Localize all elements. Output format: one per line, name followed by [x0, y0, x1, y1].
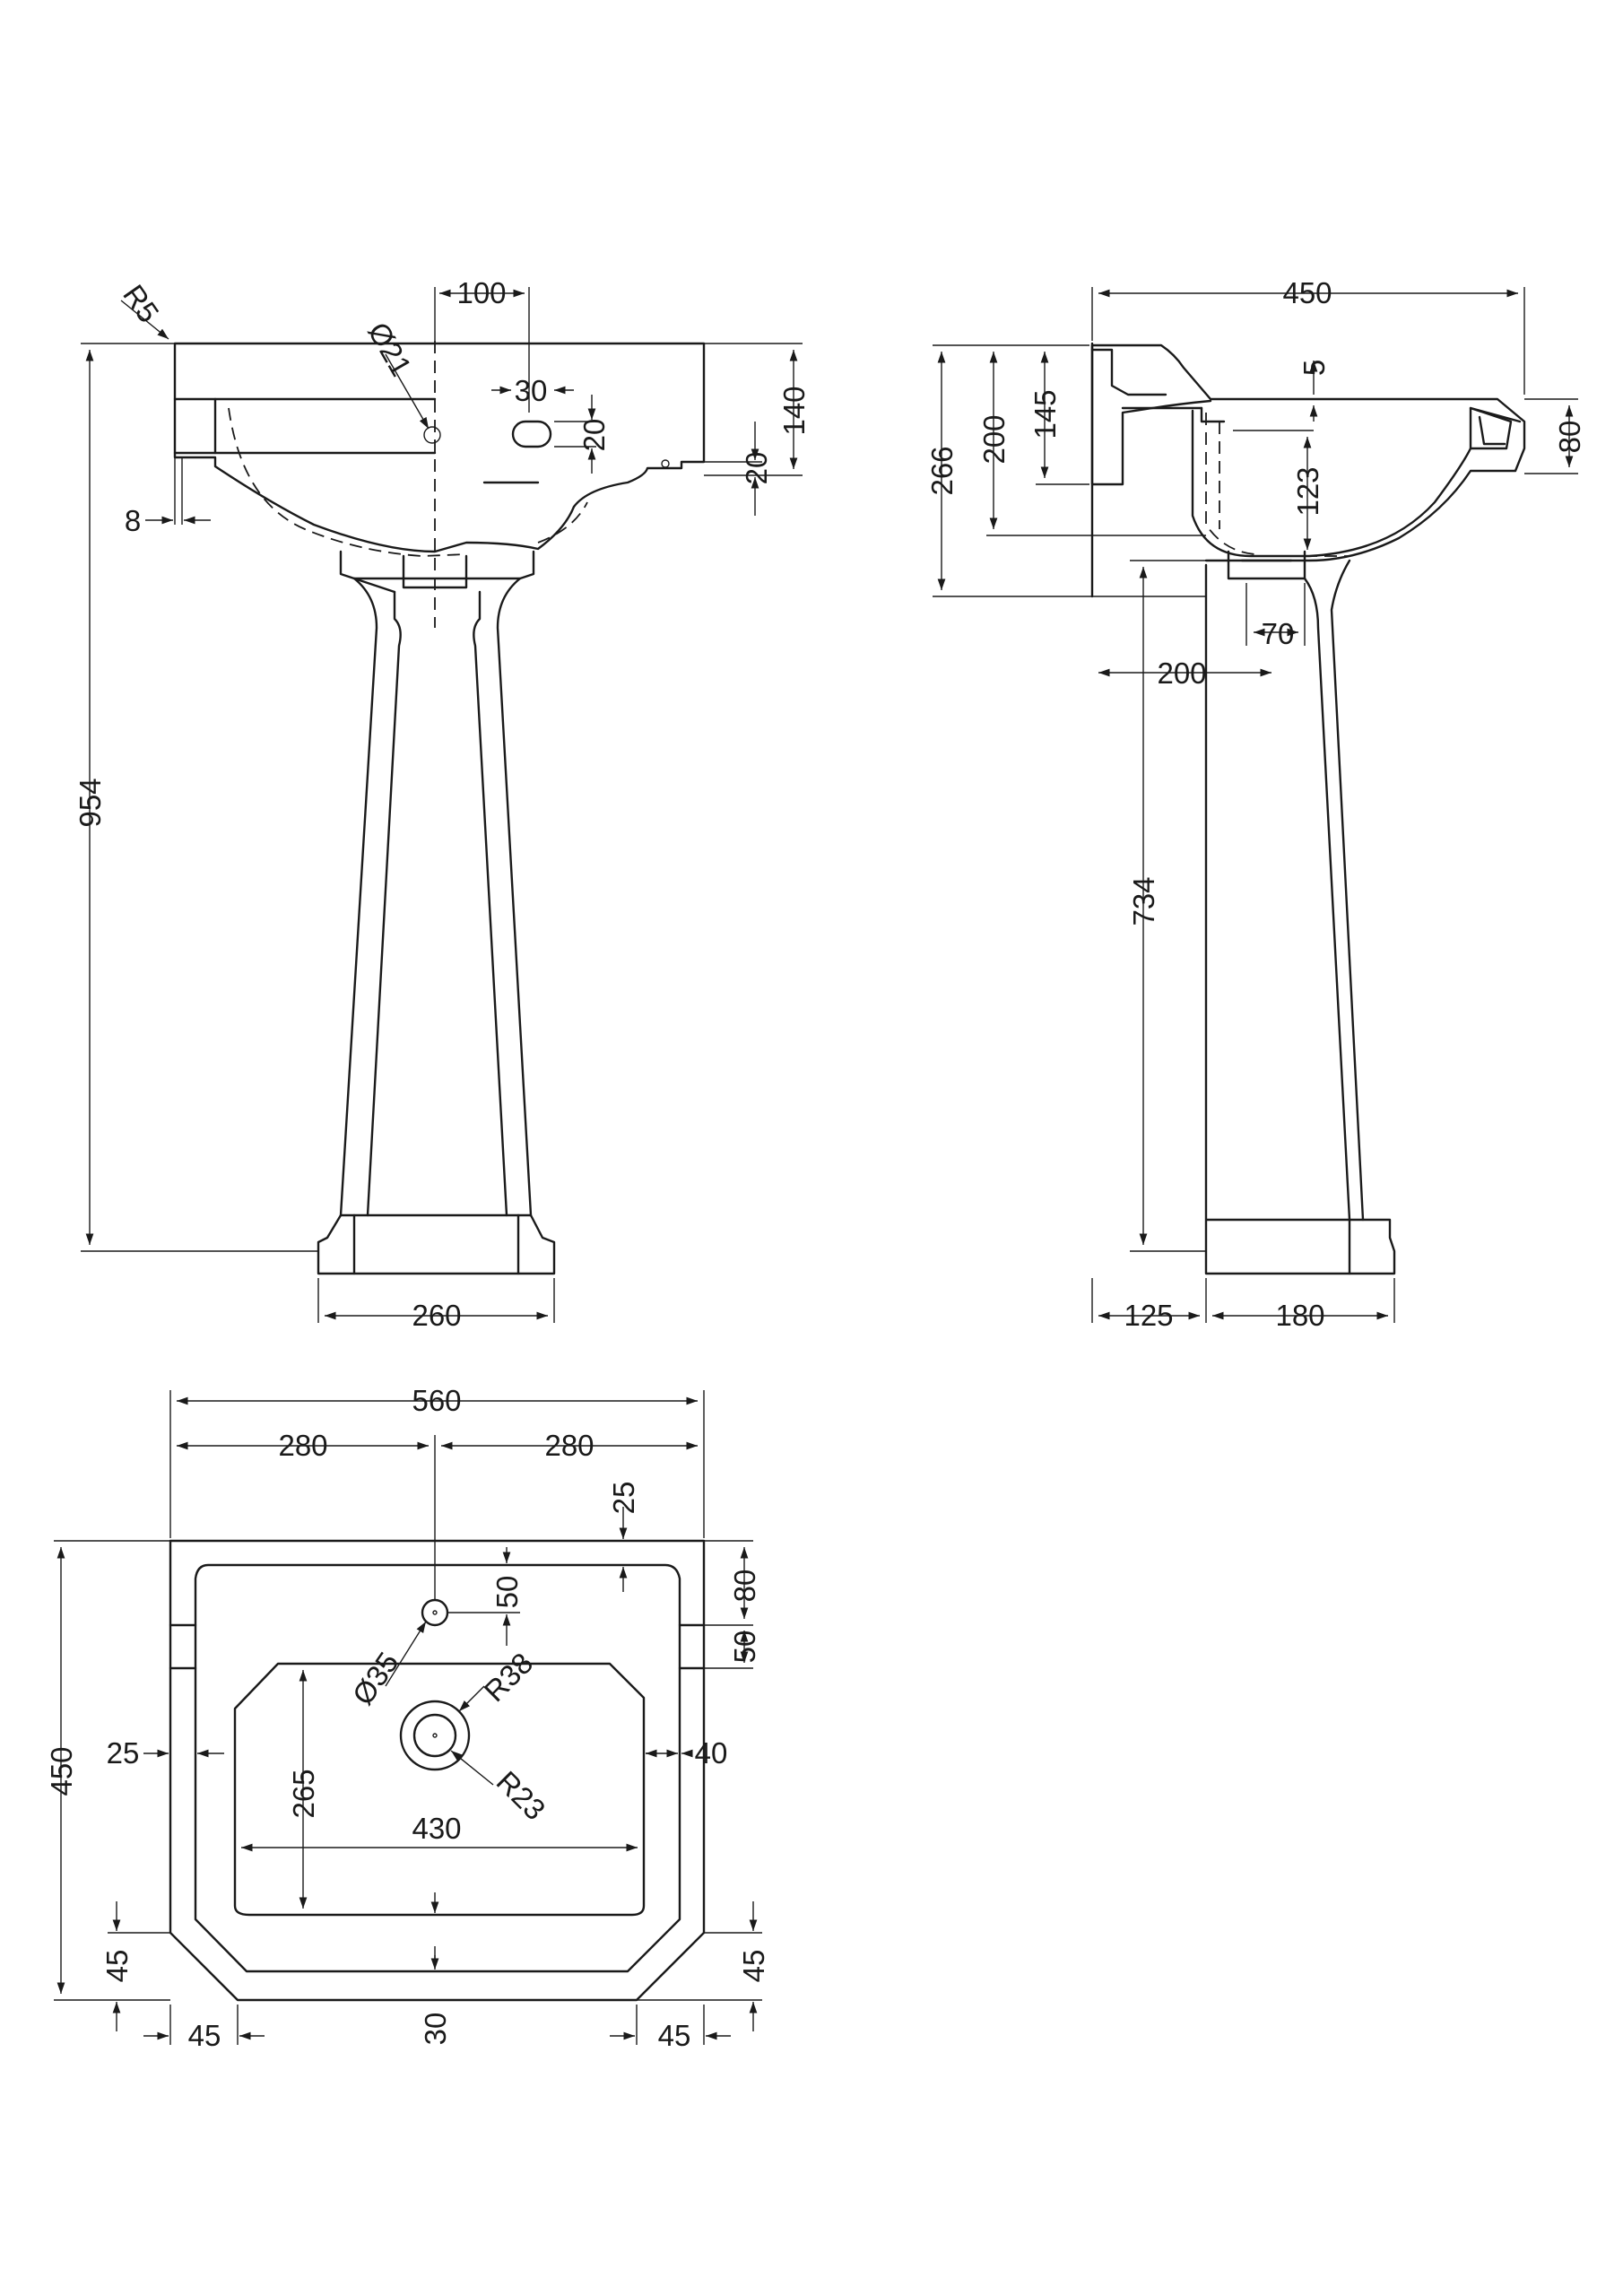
dim-tap-hole-35: Ø35: [346, 1646, 405, 1710]
dim-tap-hole-21: Ø21: [361, 317, 418, 382]
overflow-slot: [511, 420, 552, 448]
dim-450-plan: 450: [45, 1746, 78, 1796]
dim-430: 430: [412, 1812, 461, 1845]
dim-450-side: 450: [1282, 276, 1332, 309]
dim-5: 5: [1298, 360, 1331, 376]
dim-200-bracket: 200: [977, 414, 1011, 464]
dim-100: 100: [456, 276, 506, 309]
dim-280-right: 280: [544, 1429, 594, 1462]
plan-waste-outer: [399, 1700, 471, 1771]
dim-140: 140: [777, 386, 811, 435]
plan-bowl: [233, 1662, 646, 1917]
dim-180: 180: [1275, 1299, 1324, 1332]
dim-25-back: 25: [607, 1482, 640, 1515]
dim-20-lip: 20: [740, 452, 773, 485]
dim-280-left: 280: [278, 1429, 327, 1462]
dim-r5: R5: [117, 279, 166, 329]
front-pedestal: [317, 577, 556, 1275]
dim-50-tap: 50: [490, 1576, 524, 1609]
dim-80-plan: 80: [728, 1570, 761, 1603]
dim-45-right-v: 45: [737, 1950, 770, 1983]
dim-560: 560: [412, 1384, 461, 1417]
dim-125: 125: [1124, 1299, 1173, 1332]
front-basin-outline: [173, 342, 706, 553]
side-basin-outline: [1090, 344, 1526, 562]
dim-50-ledge: 50: [728, 1631, 761, 1664]
dim-954: 954: [74, 778, 107, 827]
dim-30-overflow: 30: [515, 374, 548, 407]
dim-734: 734: [1127, 876, 1160, 926]
front-tap-hole: [423, 426, 441, 444]
dim-45-right-h: 45: [658, 2019, 691, 2052]
dim-45-left-h: 45: [188, 2019, 221, 2052]
dim-80-side: 80: [1553, 421, 1586, 454]
dim-200-waste: 200: [1157, 657, 1206, 690]
plan-view: 560 280 280 25 50 80 50 Ø35 R38 R23: [45, 1384, 770, 2052]
dim-8: 8: [125, 504, 141, 537]
dim-25-left: 25: [107, 1736, 140, 1770]
side-pedestal: [1204, 563, 1396, 1275]
side-view: 450 266 200 145 5 123 80 70 200: [925, 276, 1586, 1332]
dim-20-overflow: 20: [577, 419, 611, 452]
plan-waste-inner: [412, 1713, 457, 1758]
front-bowl-hidden: [228, 407, 467, 557]
front-view: 954 R5 100 Ø21 30 20 140 20: [74, 276, 811, 1332]
dim-30-front: 30: [419, 2013, 452, 2046]
dim-40-right: 40: [695, 1736, 728, 1770]
dim-123: 123: [1291, 466, 1324, 516]
dim-r23: R23: [490, 1764, 552, 1826]
dim-r38: R38: [477, 1646, 539, 1708]
dim-260: 260: [412, 1299, 461, 1332]
dim-265: 265: [287, 1769, 320, 1818]
dim-145: 145: [1028, 389, 1062, 439]
plan-tap-hole: [421, 1598, 449, 1627]
dim-266: 266: [925, 446, 959, 495]
dim-45-left-v: 45: [100, 1950, 134, 1983]
dim-70: 70: [1262, 617, 1295, 650]
